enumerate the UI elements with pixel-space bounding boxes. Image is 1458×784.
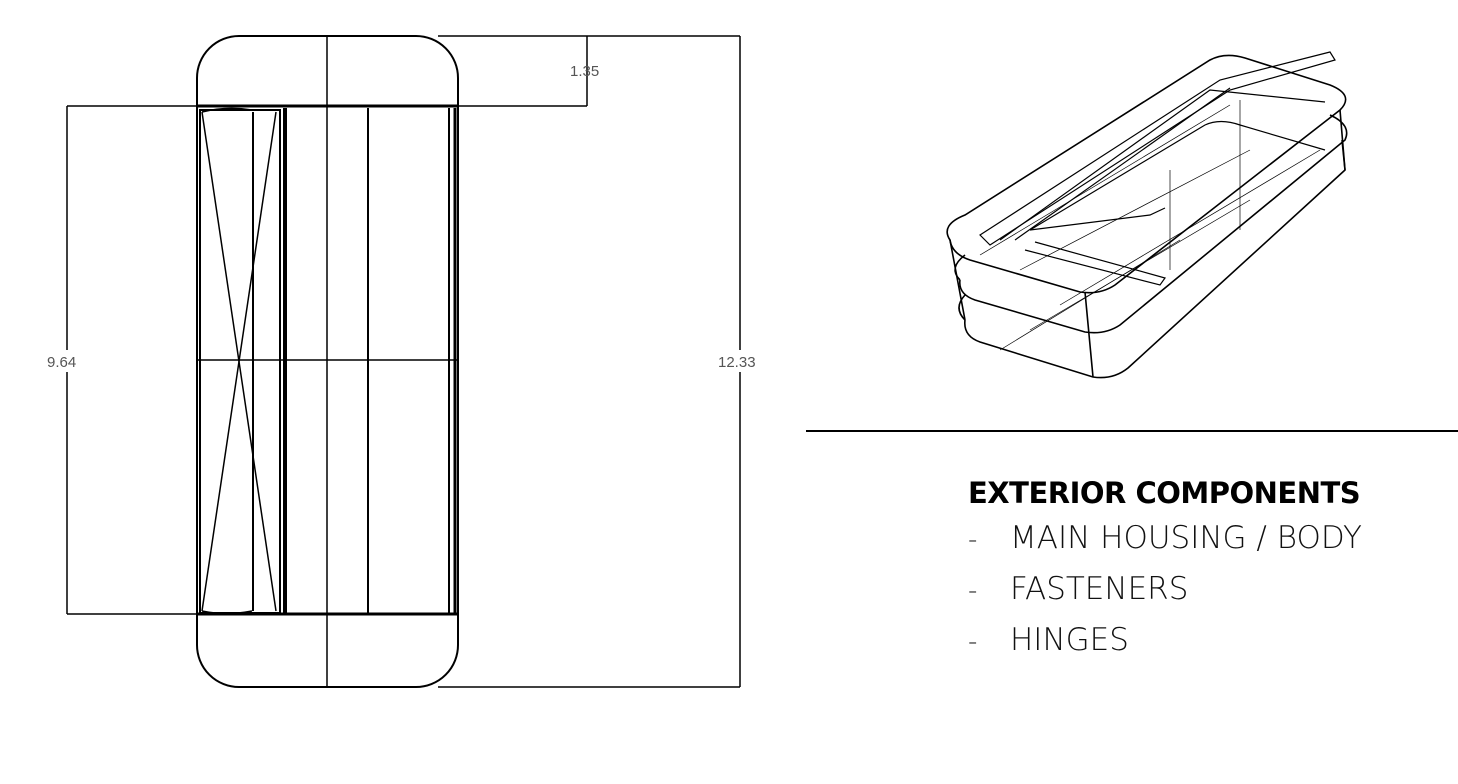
dimension-inner-length: 9.64 [47, 354, 76, 371]
isometric-lid [979, 51, 1336, 286]
component-item: - FASTENERS [968, 571, 1438, 622]
component-item: - MAIN HOUSING / BODY [968, 520, 1438, 571]
component-label: MAIN HOUSING / BODY [1010, 520, 1362, 556]
dimension-top-offset: 1.35 [570, 63, 599, 80]
bullet-dash: - [968, 525, 978, 555]
section-divider [806, 430, 1458, 432]
top-view-drawing: 1.35 9.64 12.33 [47, 35, 756, 688]
component-item: - HINGES [968, 622, 1438, 673]
dimension-lines [66, 35, 741, 688]
isometric-body [946, 54, 1348, 379]
components-panel: EXTERIOR COMPONENTS - MAIN HOUSING / BOD… [968, 476, 1438, 673]
bullet-dash: - [968, 576, 978, 606]
components-list: - MAIN HOUSING / BODY - FASTENERS - HING… [968, 520, 1438, 673]
component-label: FASTENERS [1010, 571, 1189, 607]
components-heading: EXTERIOR COMPONENTS [968, 476, 1361, 510]
dimension-overall-length: 12.33 [718, 354, 756, 371]
isometric-wireframe-view [946, 51, 1348, 379]
isometric-construction-lines [979, 100, 1321, 351]
lid-section [283, 108, 457, 614]
component-label: HINGES [1010, 622, 1129, 658]
hinge-section [199, 107, 281, 615]
bullet-dash: - [968, 627, 978, 657]
housing-outline [196, 35, 459, 688]
